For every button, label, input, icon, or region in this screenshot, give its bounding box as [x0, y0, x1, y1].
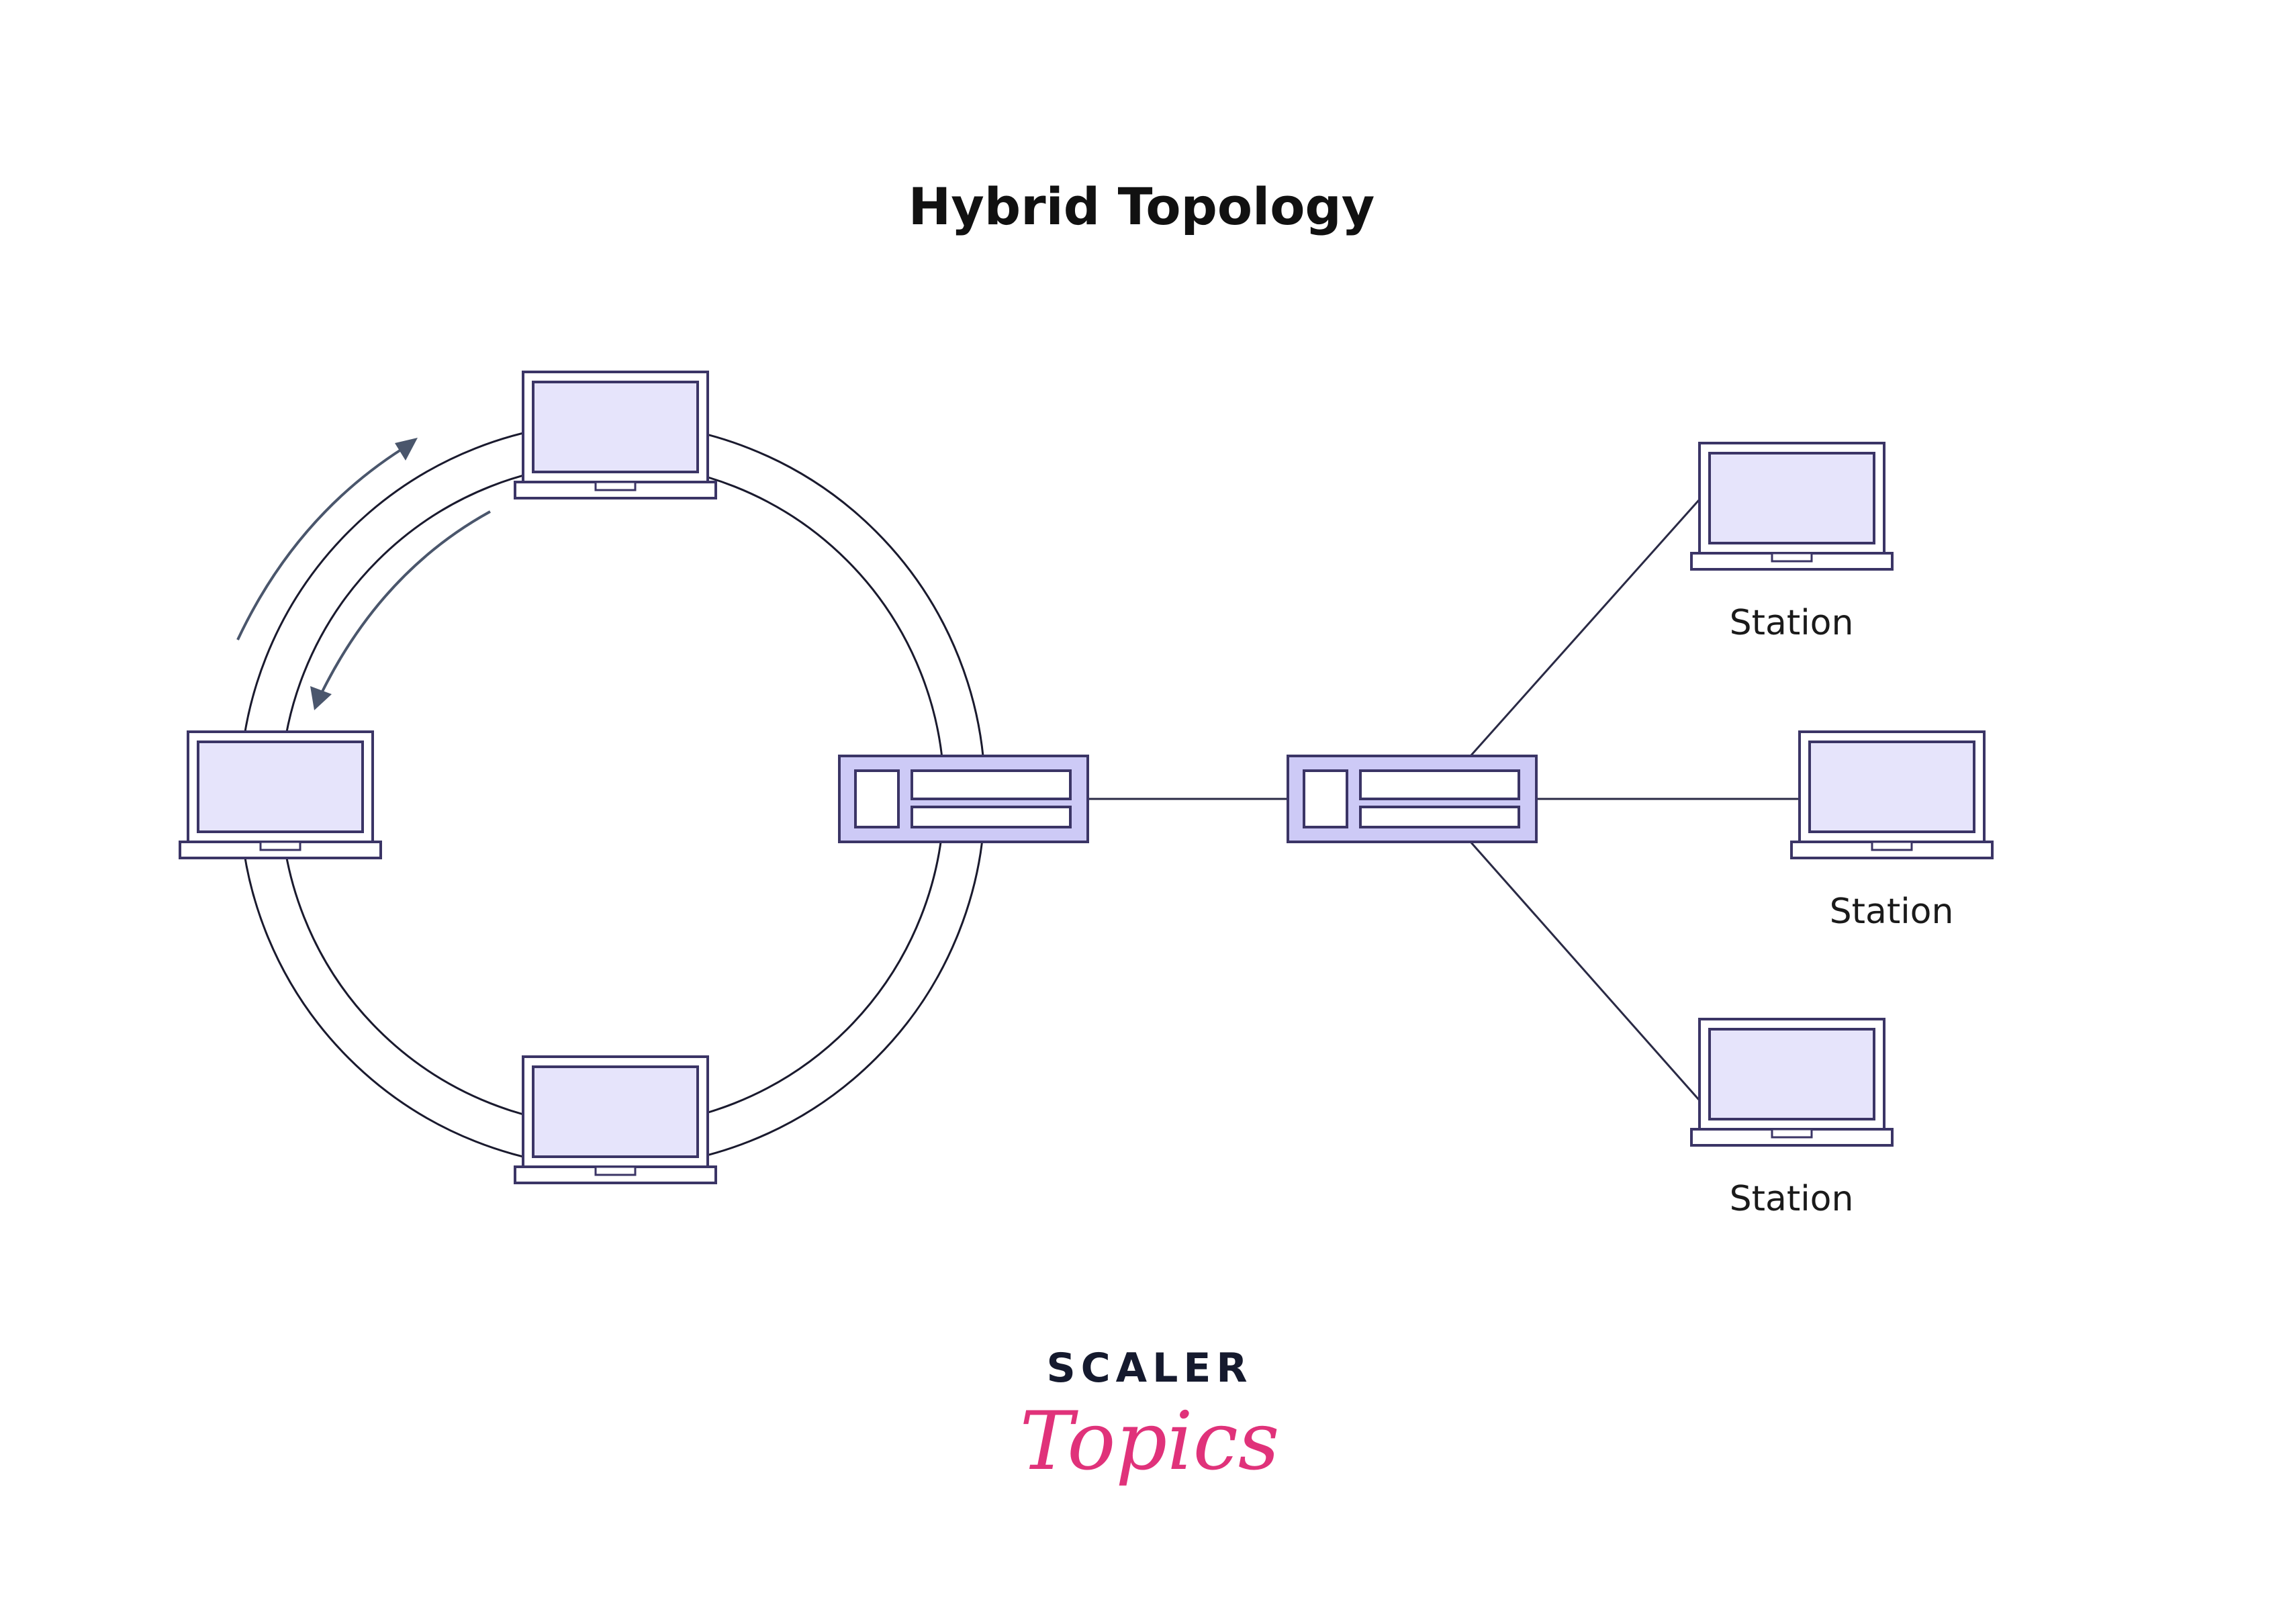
station-bottom-label: Station	[1730, 1179, 1854, 1219]
station-middle: Station	[1790, 730, 1994, 932]
arrow-clockwise-head	[395, 438, 418, 461]
link-to-station-top	[1469, 499, 1700, 757]
arrow-clockwise	[236, 447, 404, 640]
star-hub	[1287, 755, 1538, 843]
brand-wordmark: SCALER	[1046, 1345, 1252, 1392]
station-bottom: Station	[1690, 1018, 1894, 1219]
ring-laptop-left	[179, 730, 382, 859]
ring-direction-arrows	[236, 438, 491, 710]
ring-laptop-top	[514, 371, 717, 499]
brand-script: Topics	[1020, 1395, 1280, 1488]
scaler-topics-logo: SCALER Topics	[1020, 1345, 1280, 1488]
ring-hub	[838, 755, 1089, 843]
ring-laptop-bottom	[514, 1055, 717, 1184]
link-to-station-bottom	[1469, 841, 1700, 1100]
arrow-counterclockwise-head	[310, 686, 332, 710]
arrow-counterclockwise	[321, 510, 491, 692]
station-top: Station	[1690, 442, 1894, 643]
star-links	[1086, 499, 1798, 1100]
diagram-title: Hybrid Topology	[908, 177, 1375, 236]
station-top-label: Station	[1730, 603, 1854, 643]
station-middle-label: Station	[1830, 892, 1954, 932]
